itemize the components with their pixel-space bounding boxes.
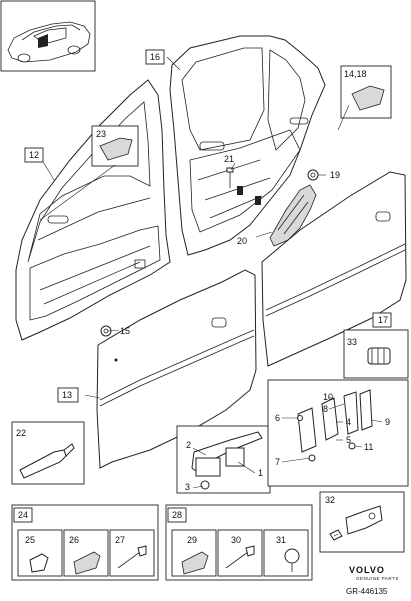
callout-1: 1 — [258, 468, 263, 478]
callout-22: 22 — [16, 428, 26, 438]
box-22-tube — [11, 421, 85, 485]
front-door-frame — [15, 79, 171, 341]
nut-19 — [307, 169, 319, 181]
callout-4: 4 — [346, 417, 351, 427]
rear-door-frame — [169, 35, 326, 256]
screw-21 — [226, 167, 234, 188]
callout-32: 32 — [325, 495, 335, 505]
callout-33: 33 — [347, 337, 357, 347]
seal-pad-23 — [91, 125, 139, 167]
callout-29: 29 — [187, 535, 197, 545]
callout-12: 12 — [29, 150, 39, 160]
brand-block: VOLVO GENUINE PARTS GR-446135 — [346, 565, 399, 596]
car-thumbnail — [0, 0, 96, 72]
diagram-reference: GR-446135 — [346, 587, 388, 596]
box-hinge-set — [267, 379, 409, 487]
callout-19: 19 — [330, 170, 340, 180]
leader-lines — [38, 56, 383, 537]
callout-16: 16 — [150, 52, 160, 62]
callout-28: 28 — [172, 510, 182, 520]
brand-logo: VOLVO — [349, 565, 385, 575]
callout-23: 23 — [96, 129, 106, 139]
callout-31: 31 — [276, 535, 286, 545]
callout-30: 30 — [231, 535, 241, 545]
door-insulation — [269, 184, 317, 247]
box-17-bumper — [343, 329, 409, 379]
box-door-check — [176, 425, 271, 494]
callout-5: 5 — [346, 435, 351, 445]
callout-25: 25 — [25, 535, 35, 545]
rear-door-outer-panel — [261, 171, 407, 367]
callout-8: 8 — [323, 404, 328, 414]
callout-17: 17 — [378, 315, 388, 325]
callout-24: 24 — [18, 510, 28, 520]
box-28-kit — [165, 504, 313, 581]
callout-11: 11 — [364, 442, 373, 452]
callout-14-18: 14,18 — [344, 69, 367, 79]
seal-pad-14-18 — [340, 65, 392, 119]
brand-tagline: GENUINE PARTS — [356, 576, 399, 581]
callout-26: 26 — [69, 535, 79, 545]
callout-27: 27 — [115, 535, 125, 545]
callout-21: 21 — [224, 154, 234, 164]
front-door-outer-panel — [96, 269, 257, 469]
callout-labels: 12 16 14,18 23 21 19 20 15 17 33 13 22 2… — [13, 49, 392, 545]
callout-7: 7 — [275, 457, 280, 467]
box-24-kit — [11, 504, 159, 581]
box-32-bracket — [319, 491, 405, 553]
callout-15: 15 — [120, 326, 130, 336]
callout-9: 9 — [385, 417, 390, 427]
callout-2: 2 — [186, 440, 191, 450]
callout-6: 6 — [275, 413, 280, 423]
callout-13: 13 — [62, 390, 72, 400]
callout-20: 20 — [237, 236, 247, 246]
callout-10: 10 — [323, 392, 333, 402]
callout-3: 3 — [185, 482, 190, 492]
